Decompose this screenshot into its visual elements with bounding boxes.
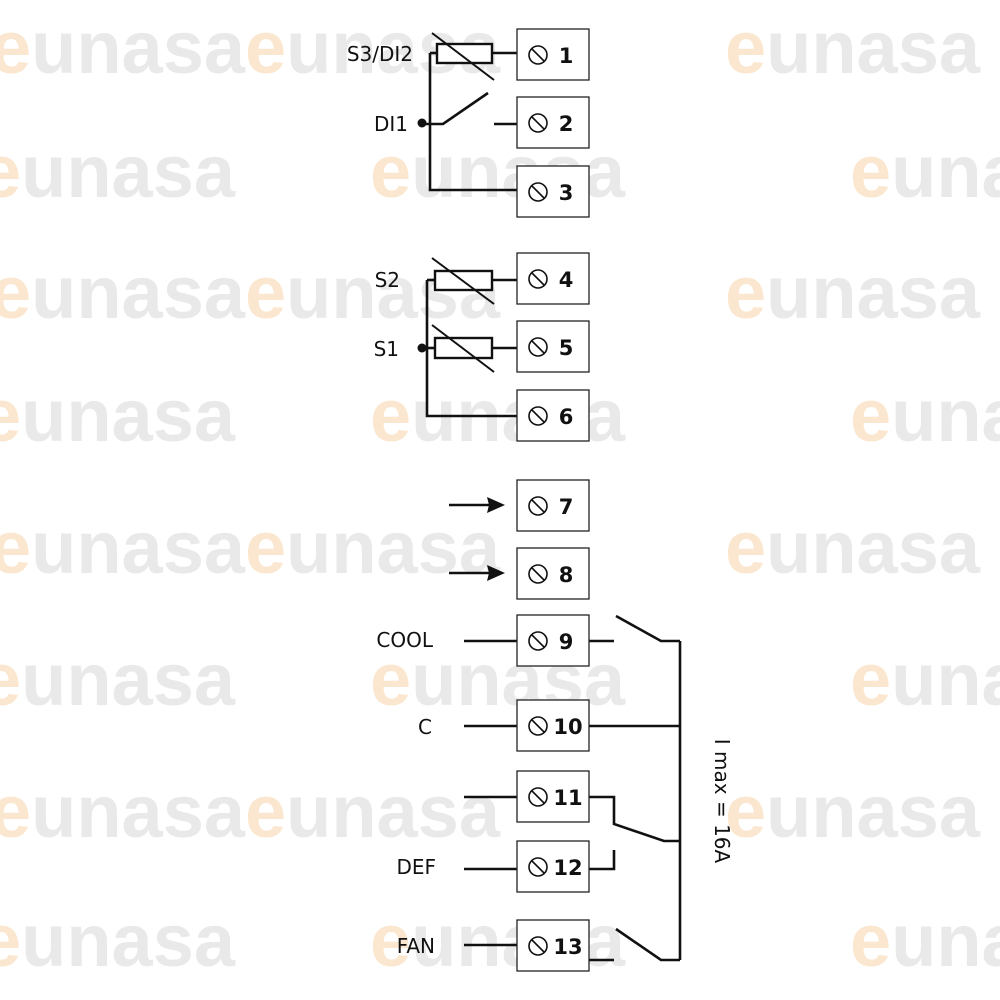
watermark-logo: eunasa [0, 638, 236, 721]
watermark-logo: eunasa [245, 506, 501, 589]
screw-icon [528, 496, 548, 516]
switch-di1 [424, 91, 489, 126]
screw-icon [528, 406, 548, 426]
screw-icon [528, 631, 548, 651]
watermark-logo: eunasa [0, 374, 236, 457]
junction-s1 [417, 343, 427, 353]
terminal-number: 5 [559, 336, 574, 360]
terminal-box [516, 320, 590, 373]
terminal-box [516, 479, 590, 532]
labels: S3/DI2 DI1 S2 S1 COOL C DEF FAN I max = … [347, 42, 734, 958]
terminal-11: 11 [516, 770, 590, 823]
label-cool: COOL [376, 628, 433, 652]
terminal-12: 12 [516, 840, 590, 893]
terminal-number: 8 [559, 563, 574, 587]
watermark-logo: eunasa [245, 770, 501, 853]
watermark-layer: eunasaeunasaeunasaeunasaeunasaeunasaeuna… [0, 6, 1000, 982]
junction-di1 [417, 118, 427, 128]
sensors [431, 32, 495, 373]
terminal-number: 3 [559, 181, 574, 205]
screw-icon [528, 787, 548, 807]
terminal-box [516, 389, 590, 442]
watermark-logo: eunasa [725, 506, 981, 589]
wire-s2-s1-common [425, 280, 517, 418]
label-imax: I max = 16A [710, 739, 734, 864]
label-di1: DI1 [374, 112, 408, 136]
terminal-5: 5 [516, 320, 590, 373]
terminal-10: 10 [516, 699, 590, 752]
terminal-4: 4 [516, 252, 590, 305]
terminal-number: 2 [559, 112, 574, 136]
terminal-7: 7 [516, 479, 590, 532]
label-s2: S2 [375, 268, 400, 292]
label-s3-di2: S3/DI2 [347, 42, 413, 66]
terminal-box [516, 252, 590, 305]
terminal-number: 12 [553, 856, 582, 880]
watermark-logo: eunasa [0, 6, 246, 89]
watermark-logo: eunasa [850, 899, 1000, 982]
terminal-8: 8 [516, 547, 590, 600]
sensor-s3-resistor [431, 32, 495, 81]
watermark-logo: eunasa [0, 899, 236, 982]
terminal-box [516, 96, 590, 149]
wire-12-out [589, 850, 616, 871]
input-arrows [449, 497, 505, 581]
terminal-1: 1 [516, 28, 590, 81]
watermark-logo: eunasa [725, 251, 981, 334]
wires [422, 51, 682, 962]
watermark-logo: eunasa [245, 251, 501, 334]
terminal-number: 7 [559, 495, 574, 519]
watermark-logo: eunasa [0, 770, 246, 853]
terminal-number: 1 [559, 44, 574, 68]
watermark-logo: eunasa [850, 374, 1000, 457]
watermark-logo: eunasa [850, 130, 1000, 213]
watermark-logo: eunasa [0, 506, 246, 589]
watermark-logo: eunasa [0, 251, 246, 334]
arrow-t7 [449, 497, 505, 513]
watermark-logo: eunasa [0, 130, 236, 213]
label-fan: FAN [397, 934, 435, 958]
screw-icon [528, 857, 548, 877]
label-s1: S1 [374, 337, 399, 361]
terminal-number: 11 [553, 786, 582, 810]
screw-icon [528, 564, 548, 584]
screw-icon [528, 269, 548, 289]
terminal-number: 10 [553, 715, 582, 739]
terminal-box [516, 614, 590, 667]
screw-icon [528, 182, 548, 202]
terminal-number: 13 [553, 935, 582, 959]
screw-icon [528, 936, 548, 956]
terminal-2: 2 [516, 96, 590, 149]
terminal-13: 13 [516, 919, 590, 972]
sensor-s1-resistor [431, 324, 495, 373]
wire-11-out [589, 795, 680, 843]
sensor-s2-resistor [431, 257, 495, 305]
label-def: DEF [396, 855, 436, 879]
arrow-t8 [449, 565, 505, 581]
terminal-box [516, 28, 590, 81]
switch-fan [615, 927, 680, 962]
wire-s3-to-t1 [428, 53, 517, 192]
screw-icon [528, 716, 548, 736]
watermark-logo: eunasa [850, 638, 1000, 721]
terminal-number: 6 [559, 405, 574, 429]
label-c: C [418, 715, 432, 739]
terminal-6: 6 [516, 389, 590, 442]
terminal-number: 9 [559, 630, 574, 654]
watermark-logo: eunasa [725, 770, 981, 853]
screw-icon [528, 337, 548, 357]
watermark-logo: eunasa [725, 6, 981, 89]
junctions [417, 118, 427, 353]
screw-icon [528, 113, 548, 133]
switch-cool [615, 614, 680, 643]
terminal-box [516, 165, 590, 218]
terminal-number: 4 [559, 268, 574, 292]
terminal-3: 3 [516, 165, 590, 218]
screw-icon [528, 45, 548, 65]
terminal-box [516, 547, 590, 600]
terminal-9: 9 [516, 614, 590, 667]
